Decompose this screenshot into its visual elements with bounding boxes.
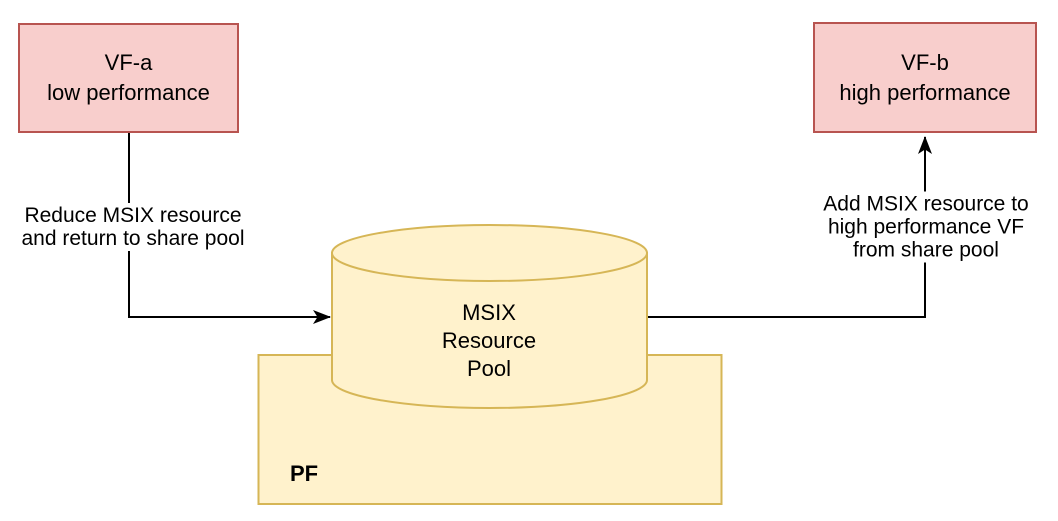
edge-label-add-line3: from share pool (853, 238, 999, 262)
msix-pool-label: MSIX Resource Pool (442, 299, 536, 383)
msix-pool-label-line2: Resource (441, 328, 537, 353)
node-vf-a-title: VF-a (104, 50, 153, 75)
edge-label-reduce-line1: Reduce MSIX resource (24, 204, 242, 227)
edge-label-add-line2: high performance VF (827, 215, 1025, 239)
edge-vfa-to-pool (128, 133, 331, 324)
edge-label-add-msix: Add MSIX resource to high performance VF… (820, 191, 1032, 263)
msix-pool-cylinder-body (331, 252, 648, 409)
node-vf-b-subtitle: high performance (839, 79, 1011, 105)
node-vf-a: VF-a low performance (18, 23, 239, 133)
edge-label-reduce-line2: and return to share pool (21, 227, 245, 250)
msix-pool-label-line1: MSIX (462, 300, 516, 325)
msix-pool-label-line3: Pool (466, 356, 512, 381)
edge-label-reduce-msix: Reduce MSIX resource and return to share… (18, 203, 248, 251)
edge-label-add-line1: Add MSIX resource to (823, 192, 1029, 216)
node-vf-b: VF-b high performance (813, 22, 1037, 133)
node-vf-b-title: VF-b (901, 49, 949, 75)
pf-label: PF (290, 461, 319, 486)
node-vf-a-subtitle: low performance (47, 80, 210, 105)
msix-pool-cylinder-top (331, 224, 648, 282)
